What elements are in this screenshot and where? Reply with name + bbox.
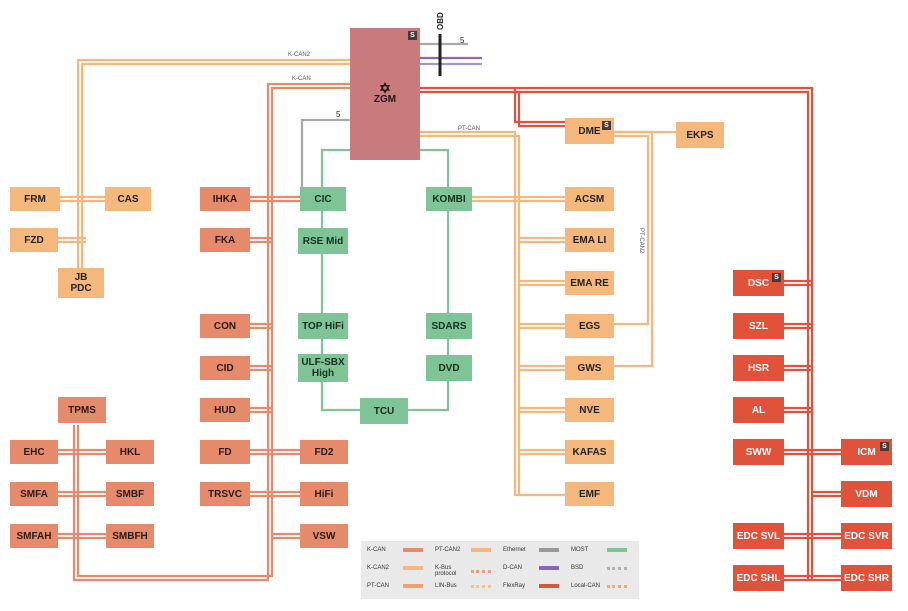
node-dsc[interactable]: DSC S: [733, 270, 784, 296]
node-smfah[interactable]: SMFAH: [10, 524, 58, 548]
zgm-node[interactable]: ✡ ZGM S: [350, 28, 420, 160]
star-of-david-icon: ✡: [379, 80, 391, 96]
k-can-bus: [58, 82, 350, 582]
legend-swatch: [539, 548, 559, 552]
node-vsw[interactable]: VSW: [300, 524, 348, 548]
ethernet-count-label: 5: [336, 110, 341, 119]
legend-item: PT-CAN: [367, 583, 423, 589]
node-fka[interactable]: FKA: [200, 228, 250, 252]
legend-swatch: [471, 548, 491, 552]
legend: K-CAN K-CAN2 PT-CAN PT-CAN2 K-Bus protoc…: [361, 541, 639, 599]
node-egs[interactable]: EGS: [565, 314, 614, 338]
zgm-label: ZGM: [373, 94, 397, 105]
node-fzd[interactable]: FZD: [10, 228, 58, 252]
node-icm[interactable]: ICM S: [841, 439, 892, 465]
node-nve[interactable]: NVE: [565, 398, 614, 422]
node-smfa[interactable]: SMFA: [10, 482, 58, 506]
flexray-bus: [420, 86, 841, 582]
node-hkl[interactable]: HKL: [106, 440, 154, 464]
node-fd2[interactable]: FD2: [300, 440, 348, 464]
node-ihka[interactable]: IHKA: [200, 187, 250, 211]
pt-can2-label: PT-CAN2: [638, 228, 644, 254]
legend-item: Ethernet: [503, 547, 559, 553]
obd-label: OBD: [436, 12, 445, 30]
node-tcu[interactable]: TCU: [360, 398, 408, 424]
node-ulf-sbx-high[interactable]: ULF-SBX High: [298, 354, 348, 382]
node-dme[interactable]: DME S: [565, 118, 614, 144]
node-dvd[interactable]: DVD: [426, 355, 472, 381]
icm-label: ICM: [857, 446, 876, 458]
node-hifi[interactable]: HiFi: [300, 482, 348, 506]
s-badge: S: [602, 121, 611, 130]
legend-item: K-Bus protocol: [435, 565, 491, 577]
pt-can-label: PT-CAN: [458, 126, 481, 132]
k-can2-bus: [58, 58, 350, 285]
node-al[interactable]: AL: [733, 397, 784, 423]
legend-swatch: [607, 584, 627, 588]
node-cas[interactable]: CAS: [105, 187, 151, 211]
node-ekps[interactable]: EKPS: [676, 122, 724, 148]
node-jb-pdc[interactable]: JB PDC: [58, 268, 104, 298]
pt-can-bus: [420, 130, 676, 497]
dme-label: DME: [578, 125, 601, 137]
legend-item: MOST: [571, 547, 627, 553]
ethernet-count-label: 5: [460, 36, 465, 45]
node-emf[interactable]: EMF: [565, 482, 614, 506]
legend-item: Local-CAN: [571, 583, 627, 589]
node-edc-svl[interactable]: EDC SVL: [733, 523, 784, 549]
node-rse-mid[interactable]: RSE Mid: [298, 228, 348, 254]
k-can2-label: K-CAN2: [288, 52, 311, 58]
legend-item: PT-CAN2: [435, 547, 491, 553]
node-smbf[interactable]: SMBF: [106, 482, 154, 506]
node-trsvc[interactable]: TRSVC: [200, 482, 250, 506]
node-sdars[interactable]: SDARS: [426, 313, 472, 339]
dsc-label: DSC: [747, 277, 770, 289]
node-kafas[interactable]: KAFAS: [565, 440, 614, 464]
legend-item: BSD: [571, 565, 627, 571]
node-szl[interactable]: SZL: [733, 313, 784, 339]
legend-swatch: [403, 584, 423, 588]
legend-swatch: [403, 566, 423, 570]
s-badge: S: [880, 442, 889, 451]
node-edc-svr[interactable]: EDC SVR: [841, 523, 892, 549]
node-hsr[interactable]: HSR: [733, 355, 784, 381]
legend-item: K-CAN: [367, 547, 423, 553]
node-ehc[interactable]: EHC: [10, 440, 58, 464]
node-gws[interactable]: GWS: [565, 356, 614, 380]
node-edc-shr[interactable]: EDC SHR: [841, 565, 892, 591]
node-edc-shl[interactable]: EDC SHL: [733, 565, 784, 591]
node-tpms[interactable]: TPMS: [58, 397, 106, 423]
node-ema-li[interactable]: EMA LI: [565, 228, 614, 252]
node-hud[interactable]: HUD: [200, 398, 250, 422]
node-kombi[interactable]: KOMBI: [426, 187, 472, 211]
node-cic[interactable]: CIC: [300, 187, 346, 211]
node-fd[interactable]: FD: [200, 440, 250, 464]
node-ema-re[interactable]: EMA RE: [565, 271, 614, 295]
legend-item: LIN-Bus: [435, 583, 491, 589]
node-sww[interactable]: SWW: [733, 439, 784, 465]
ethernet-bus: [300, 42, 468, 188]
legend-swatch: [539, 584, 559, 588]
s-badge: S: [408, 31, 417, 40]
s-badge: S: [772, 273, 781, 282]
node-frm[interactable]: FRM: [10, 187, 60, 211]
node-con[interactable]: CON: [200, 314, 250, 338]
node-cid[interactable]: CID: [200, 356, 250, 380]
legend-swatch: [471, 569, 491, 573]
legend-swatch: [403, 548, 423, 552]
legend-swatch: [471, 584, 491, 588]
legend-item: K-CAN2: [367, 565, 423, 571]
legend-item: D-CAN: [503, 565, 559, 571]
legend-swatch: [607, 566, 627, 570]
legend-item: FlexRay: [503, 583, 559, 589]
node-top-hifi[interactable]: TOP HiFi: [298, 313, 348, 339]
node-acsm[interactable]: ACSM: [565, 187, 614, 211]
node-smbfh[interactable]: SMBFH: [106, 524, 154, 548]
legend-swatch: [539, 566, 559, 570]
k-can-label: K-CAN: [292, 76, 311, 82]
node-vdm[interactable]: VDM: [841, 481, 892, 507]
legend-swatch: [607, 548, 627, 552]
